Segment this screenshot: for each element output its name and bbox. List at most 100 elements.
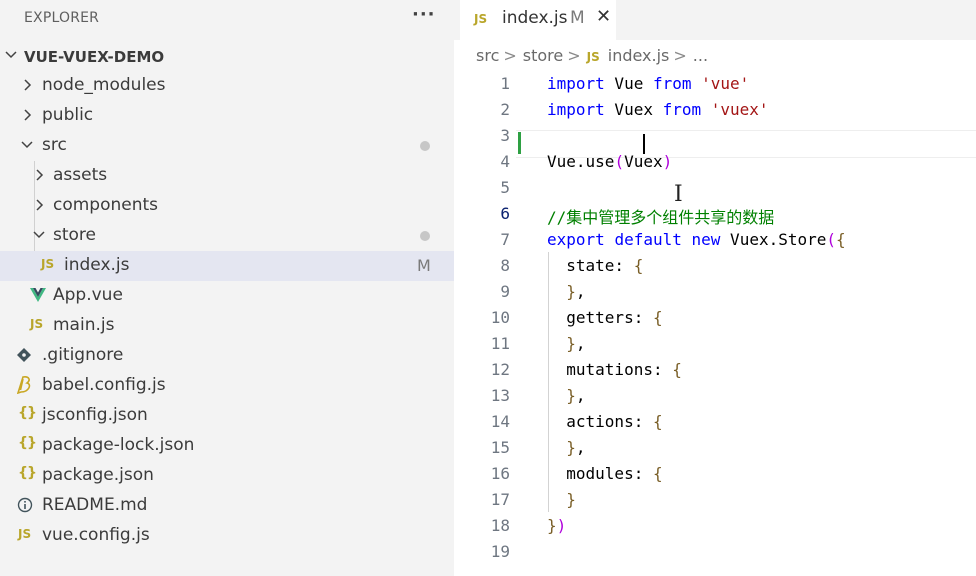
code-line[interactable]: 8 state: { bbox=[454, 252, 976, 278]
tab-label: index.js bbox=[502, 8, 568, 28]
tree-item-jsconfig[interactable]: {} jsconfig.json bbox=[0, 401, 454, 431]
tree-item-store[interactable]: store bbox=[0, 221, 454, 251]
line-number: 8 bbox=[500, 256, 510, 275]
code-text: mutations: { bbox=[547, 360, 682, 379]
code-line[interactable]: 9 }, bbox=[454, 278, 976, 304]
line-number: 3 bbox=[500, 126, 510, 145]
json-file-icon: {} bbox=[18, 435, 37, 451]
code-line[interactable]: 11 }, bbox=[454, 330, 976, 356]
line-number: 15 bbox=[490, 438, 510, 457]
code-text: getters: { bbox=[547, 308, 663, 327]
tree-item-package-json[interactable]: {} package.json bbox=[0, 461, 454, 491]
tab-index-js[interactable]: JS index.js M ✕ bbox=[460, 0, 616, 40]
tree-item-vue-config[interactable]: JS vue.config.js bbox=[0, 521, 454, 551]
code-line[interactable]: 5 bbox=[454, 174, 976, 200]
tree-item-readme[interactable]: README.md bbox=[0, 491, 454, 521]
tree-item-package-lock[interactable]: {} package-lock.json bbox=[0, 431, 454, 461]
code-line[interactable]: 2 import Vuex from 'vuex' bbox=[454, 96, 976, 122]
breadcrumb-item-index-js[interactable]: index.js bbox=[607, 46, 670, 65]
root-folder-label: VUE-VUEX-DEMO bbox=[24, 48, 165, 66]
code-line[interactable]: 13 }, bbox=[454, 382, 976, 408]
chevron-down-icon bbox=[5, 51, 17, 59]
code-line[interactable]: 16 modules: { bbox=[454, 460, 976, 486]
code-text: }) bbox=[547, 516, 567, 535]
modified-status-badge: M bbox=[417, 256, 431, 275]
tree-item-public[interactable]: public bbox=[0, 101, 454, 131]
explorer-header: EXPLORER ··· bbox=[0, 0, 454, 36]
line-number: 1 bbox=[500, 74, 510, 93]
info-icon bbox=[17, 497, 33, 513]
line-number: 10 bbox=[490, 308, 510, 327]
js-file-icon: JS bbox=[30, 317, 44, 331]
tree-item-index-js[interactable]: JS index.js M bbox=[0, 251, 454, 281]
modified-dot-icon bbox=[420, 231, 430, 241]
code-line[interactable]: 10 getters: { bbox=[454, 304, 976, 330]
line-number: 4 bbox=[500, 152, 510, 171]
tree-item-label: package.json bbox=[42, 465, 154, 485]
code-line[interactable]: 18}) bbox=[454, 512, 976, 538]
line-number: 7 bbox=[500, 230, 510, 249]
tree-item-label: jsconfig.json bbox=[42, 405, 148, 425]
code-line[interactable]: 6//集中管理多个组件共享的数据 bbox=[454, 200, 976, 227]
tree-item-main-js[interactable]: JS main.js bbox=[0, 311, 454, 341]
js-file-icon: JS bbox=[41, 257, 55, 271]
line-number: 12 bbox=[490, 360, 510, 379]
close-icon[interactable]: ✕ bbox=[596, 6, 612, 27]
tree-item-src[interactable]: src bbox=[0, 131, 454, 161]
vue-file-icon bbox=[30, 288, 46, 302]
json-file-icon: {} bbox=[18, 405, 37, 421]
tree-item-label: store bbox=[53, 225, 96, 245]
explorer-panel: EXPLORER ··· VUE-VUEX-DEMO node_modules … bbox=[0, 0, 454, 576]
tree-item-app-vue[interactable]: App.vue bbox=[0, 281, 454, 311]
breadcrumb-separator: > bbox=[673, 46, 687, 65]
breadcrumb-item-src[interactable]: src bbox=[476, 46, 500, 65]
explorer-root-folder[interactable]: VUE-VUEX-DEMO bbox=[0, 41, 454, 71]
indent-guide bbox=[34, 161, 35, 281]
line-number: 19 bbox=[490, 542, 510, 561]
babel-file-icon bbox=[17, 376, 31, 394]
line-number: 18 bbox=[490, 516, 510, 535]
code-line[interactable]: 12 mutations: { bbox=[454, 356, 976, 382]
code-line[interactable]: 15 }, bbox=[454, 434, 976, 460]
tree-item-gitignore[interactable]: .gitignore bbox=[0, 341, 454, 371]
explorer-title: EXPLORER bbox=[24, 10, 100, 26]
code-text: import Vue from 'vue' bbox=[547, 74, 750, 93]
indent-guide bbox=[548, 252, 549, 512]
line-number: 17 bbox=[490, 490, 510, 509]
code-text: export default new Vuex.Store({ bbox=[547, 230, 846, 249]
tree-item-assets[interactable]: assets bbox=[0, 161, 454, 191]
code-line[interactable]: 3 bbox=[454, 122, 976, 148]
tree-item-label: App.vue bbox=[53, 285, 123, 305]
tree-item-label: src bbox=[42, 135, 67, 155]
code-line[interactable]: 19 bbox=[454, 538, 976, 564]
chevron-right-icon bbox=[24, 79, 32, 91]
breadcrumb-item-store[interactable]: store bbox=[522, 46, 564, 65]
code-text: } bbox=[566, 490, 576, 509]
breadcrumb-separator: > bbox=[567, 46, 581, 65]
code-line[interactable]: 1 import Vue from 'vue' bbox=[454, 70, 976, 96]
code-line[interactable]: 14 actions: { bbox=[454, 408, 976, 434]
code-line[interactable]: 7 export default new Vuex.Store({ bbox=[454, 226, 976, 252]
git-file-icon bbox=[17, 348, 31, 362]
js-file-icon: JS bbox=[474, 12, 488, 26]
code-text: modules: { bbox=[547, 464, 663, 483]
tree-item-components[interactable]: components bbox=[0, 191, 454, 221]
line-number: 2 bbox=[500, 100, 510, 119]
line-number: 5 bbox=[500, 178, 510, 197]
js-file-icon: JS bbox=[18, 527, 32, 541]
tree-item-label: main.js bbox=[53, 315, 115, 335]
breadcrumb-item-more[interactable]: ... bbox=[692, 46, 709, 65]
tree-item-node-modules[interactable]: node_modules bbox=[0, 71, 454, 101]
modified-dot-icon bbox=[420, 141, 430, 151]
code-text: import Vuex from 'vuex' bbox=[547, 100, 769, 119]
chevron-right-icon bbox=[36, 169, 44, 181]
tree-item-babel-config[interactable]: babel.config.js bbox=[0, 371, 454, 401]
code-line[interactable]: 17 } bbox=[454, 486, 976, 512]
more-actions-icon[interactable]: ··· bbox=[412, 4, 436, 25]
current-line-highlight bbox=[516, 130, 976, 158]
chevron-right-icon bbox=[24, 109, 32, 121]
line-number: 16 bbox=[490, 464, 510, 483]
